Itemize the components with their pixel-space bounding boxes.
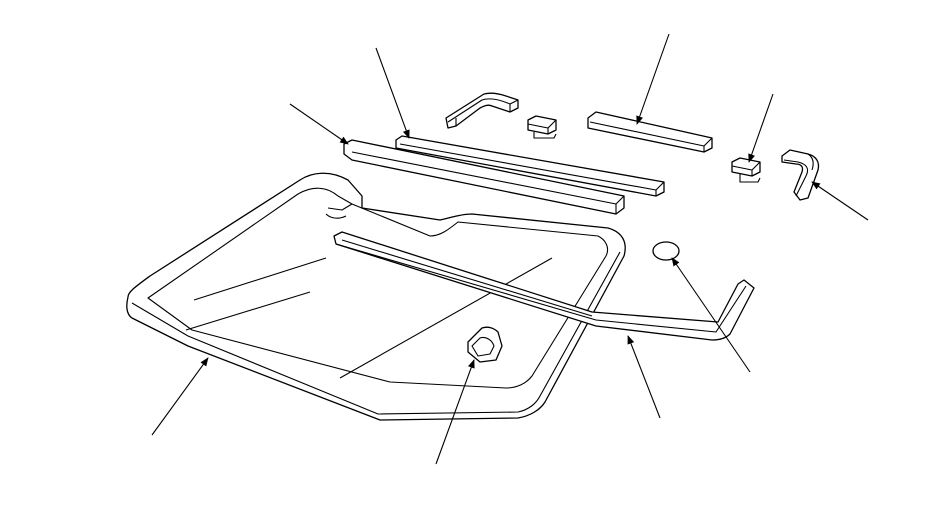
lower-dam-rubber-body [333,231,755,341]
molding-clip-left-edge [527,119,557,134]
top-molding-center [587,111,713,153]
callout-leader-adhesive-seal [671,257,751,373]
callout-leader-side-molding-right [811,181,869,221]
rearview-mirror-mount [467,326,503,363]
upper-molding-strip [395,135,665,197]
upper-molding-strip-edge [399,143,665,196]
side-molding-left-edge [447,98,519,126]
molding-clip-left-tab [533,132,557,139]
adhesive-seal-disc [652,241,680,261]
top-molding-center-edge [589,121,713,152]
upper-molding-strip-body [395,135,665,197]
windshield-frame-inner-offset [325,203,353,219]
rearview-mirror-mount-inner [471,336,495,357]
windshield-frame-inner-edge [147,187,609,389]
side-molding-right [781,149,820,201]
callout-leader-molding-clip-right [748,93,774,163]
upper-dam-rubber-body [343,139,625,215]
side-molding-right-body [781,149,820,201]
callout-leader-windshield-glass [151,357,209,436]
glass-reflection-2 [185,291,311,331]
lower-dam-rubber [333,231,755,341]
callout-leader-lower-dam-rubber [627,335,661,419]
glass-reflection-1 [193,257,327,301]
adhesive-seal [652,241,680,261]
callout-leader-top-molding-center [636,33,670,125]
upper-dam-rubber [343,139,625,215]
callout-leader-upper-molding-strip [375,47,410,139]
windshield-glass-outer-edge [126,172,626,421]
top-molding-center-body [587,111,713,153]
molding-clip-left [527,115,557,139]
side-molding-left-body [445,92,519,129]
molding-clip-right [731,157,761,183]
windshield-glass [126,172,626,421]
callout-leader-rearview-mirror-mount [435,359,475,465]
molding-clip-right-tab [739,174,761,183]
lower-dam-rubber-edge [335,243,747,333]
lower-dam-rubber-inner-line [341,239,593,317]
callout-leaders [151,33,869,465]
callout-leader-upper-dam-rubber [289,103,349,145]
molding-clip-left-body [527,115,557,135]
windshield-glass-thickness-line [131,251,621,415]
side-molding-right-edge [783,153,814,197]
molding-clip-right-edge [731,161,761,176]
glass-reflection-3 [339,257,553,379]
side-molding-left [445,92,519,129]
